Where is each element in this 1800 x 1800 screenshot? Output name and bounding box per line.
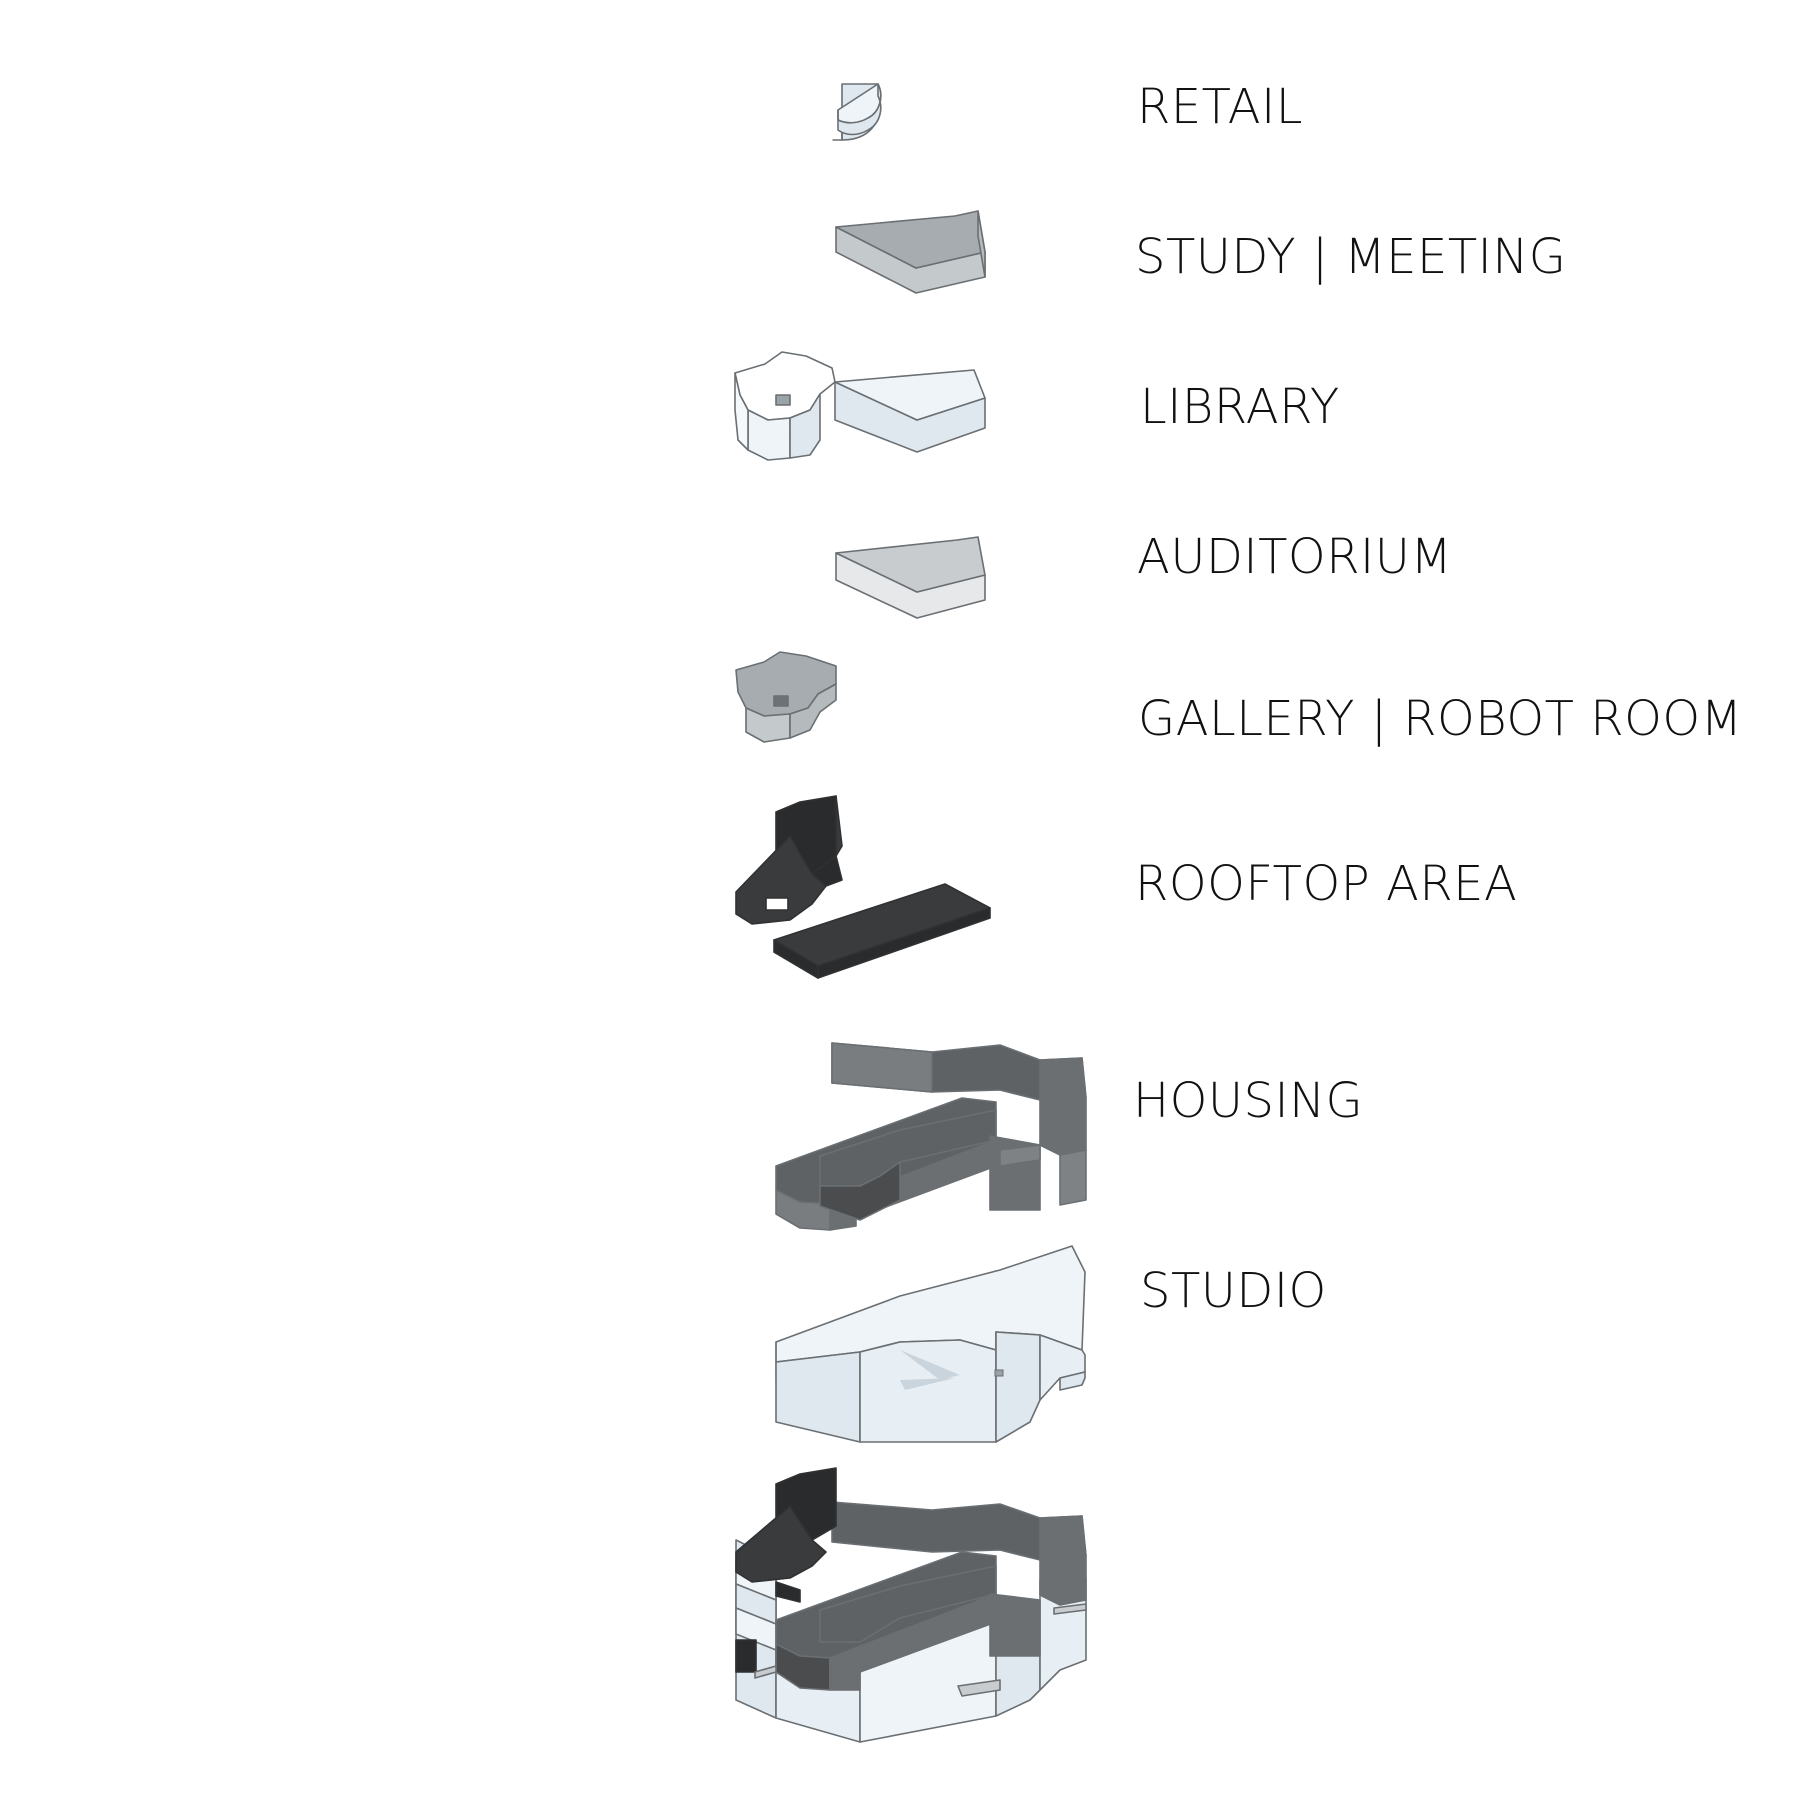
label-gallery-robot-room: GALLERY | ROBOT ROOM <box>1138 691 1743 747</box>
study-meeting-volume <box>835 210 986 294</box>
gallery-robot-room-volume <box>735 651 837 743</box>
auditorium-volume <box>835 536 986 619</box>
label-auditorium: AUDITORIUM <box>1137 529 1452 585</box>
label-rooftop-area: ROOFTOP AREA <box>1135 856 1517 912</box>
label-studio: STUDIO <box>1140 1263 1327 1319</box>
label-study-meeting: STUDY | MEETING <box>1135 229 1566 285</box>
housing-volume <box>775 1042 1087 1231</box>
label-library: LIBRARY <box>1140 379 1340 435</box>
retail-volume <box>832 83 882 141</box>
studio-volume <box>775 1245 1086 1443</box>
label-housing: HOUSING <box>1133 1073 1363 1129</box>
rooftop-area-volume <box>735 795 991 979</box>
assembled-volume <box>735 1467 1087 1743</box>
library-volume <box>734 351 986 461</box>
label-retail: RETAIL <box>1137 79 1303 135</box>
